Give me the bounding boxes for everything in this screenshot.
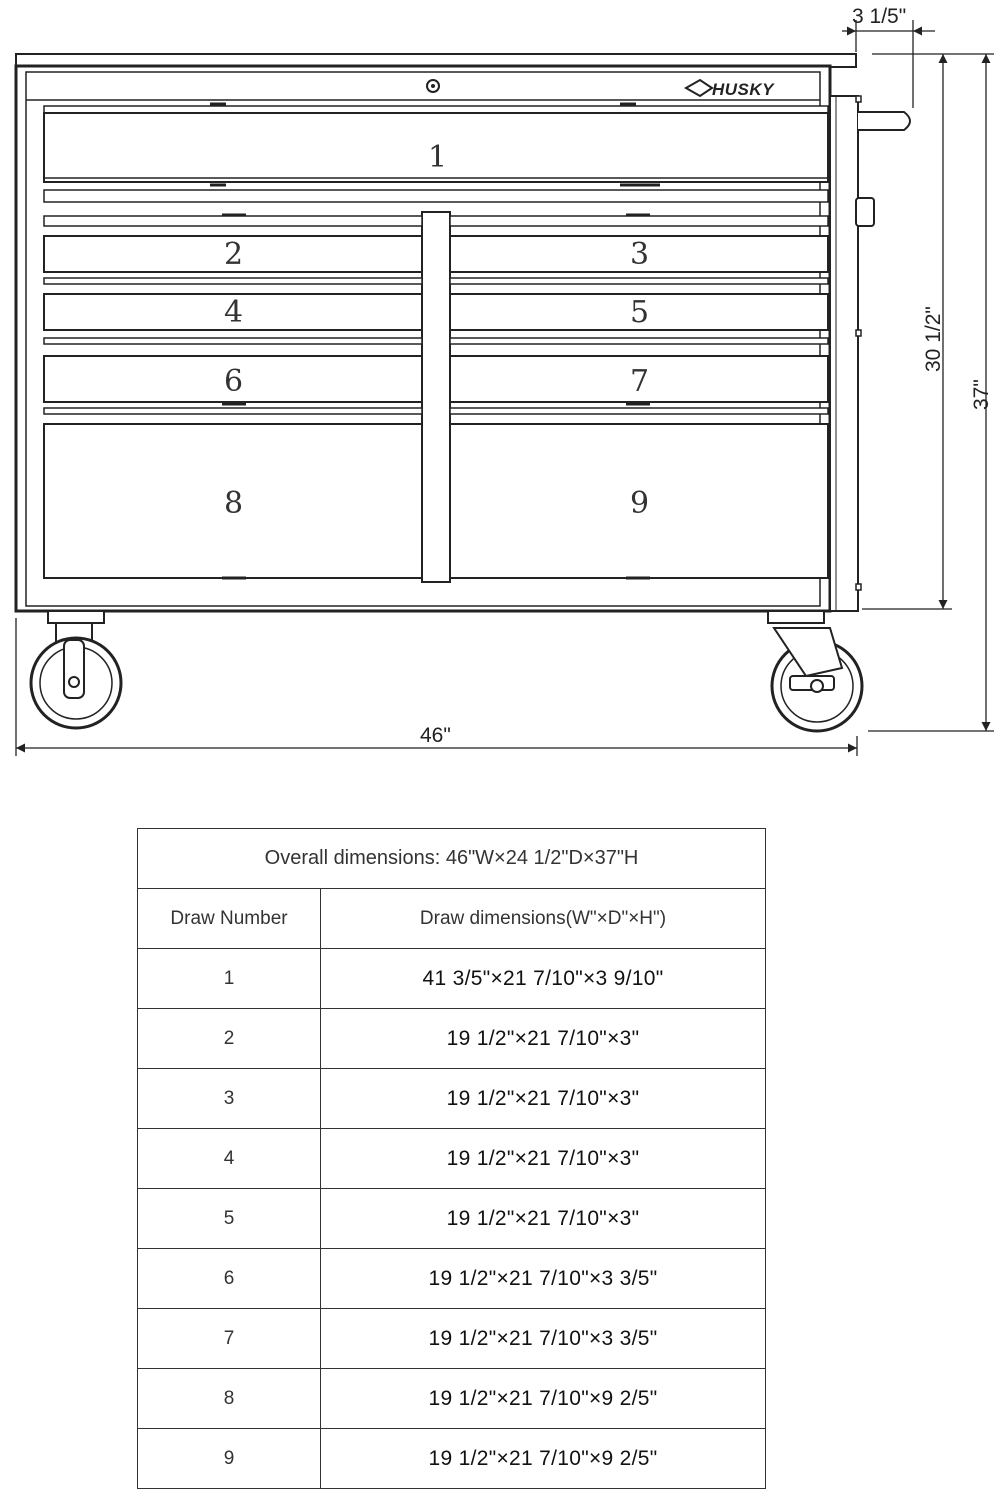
row-number: 8 [137,1368,321,1429]
drawer-label-2: 2 [224,237,243,272]
table-header-row: Draw Number Draw dimensions(W"×D"×H") [137,888,767,949]
side-panel [829,95,875,612]
row-dimensions: 19 1/2"×21 7/10"×3" [319,1068,767,1129]
drawer-label-1: 1 [428,140,447,175]
dim-total-height: 37" [970,379,993,410]
right-caster-icon [767,610,864,733]
dim-body-height: 30 1/2" [922,306,945,372]
row-dimensions: 19 1/2"×21 7/10"×9 2/5" [319,1428,767,1489]
table-row: 1 41 3/5"×21 7/10"×3 9/10" [137,948,767,1009]
drawer-1 [43,105,829,203]
row-number: 1 [137,948,321,1009]
table-row: 3 19 1/2"×21 7/10"×3" [137,1068,767,1129]
dim-handle-offset: 3 1/5" [852,5,906,28]
drawer-label-4: 4 [224,295,243,330]
row-number: 9 [137,1428,321,1489]
row-dimensions: 19 1/2"×21 7/10"×3" [319,1128,767,1189]
table-row: 8 19 1/2"×21 7/10"×9 2/5" [137,1368,767,1429]
row-number: 4 [137,1128,321,1189]
row-dimensions: 19 1/2"×21 7/10"×9 2/5" [319,1368,767,1429]
drawer-dimensions-table: Overall dimensions: 46"W×24 1/2"D×37"H D… [136,828,767,1489]
drawer-label-9: 9 [630,486,649,521]
brand-text: HUSKY [712,80,775,99]
drawer-label-5: 5 [630,295,649,330]
row-dimensions: 19 1/2"×21 7/10"×3" [319,1008,767,1069]
table-row: 5 19 1/2"×21 7/10"×3" [137,1188,767,1249]
lock-icon [426,79,440,93]
drawers-right [449,215,829,579]
row-number: 3 [137,1068,321,1129]
table-row: 2 19 1/2"×21 7/10"×3" [137,1008,767,1069]
tool-cabinet-drawing: HUSKY 1 2 3 4 [14,5,994,756]
table-row: 6 19 1/2"×21 7/10"×3 3/5" [137,1248,767,1309]
table-row: 7 19 1/2"×21 7/10"×3 3/5" [137,1308,767,1369]
table-row: 4 19 1/2"×21 7/10"×3" [137,1128,767,1189]
row-dimensions: 19 1/2"×21 7/10"×3 3/5" [319,1308,767,1369]
drawer-label-6: 6 [224,364,243,399]
drawer-label-7: 7 [630,364,649,399]
header-draw-number: Draw Number [137,888,321,949]
header-draw-dimensions: Draw dimensions(W"×D"×H") [319,888,767,949]
row-dimensions: 41 3/5"×21 7/10"×3 9/10" [319,948,767,1009]
overall-dimensions-title: Overall dimensions: 46"W×24 1/2"D×37"H [136,828,767,889]
center-divider [421,211,451,583]
row-dimensions: 19 1/2"×21 7/10"×3 3/5" [319,1248,767,1309]
table-title-row: Overall dimensions: 46"W×24 1/2"D×37"H [136,828,767,889]
drawers-left [43,215,423,579]
dimension-lines [15,20,994,756]
row-number: 2 [137,1008,321,1069]
row-dimensions: 19 1/2"×21 7/10"×3" [319,1188,767,1249]
drawer-label-8: 8 [224,486,243,521]
dim-total-width: 46" [420,724,451,747]
slide-marks [210,102,660,580]
left-caster-icon [29,610,123,730]
husky-logo: HUSKY [683,78,775,99]
drawer-label-3: 3 [630,237,649,272]
row-number: 6 [137,1248,321,1309]
row-number: 5 [137,1188,321,1249]
row-number: 7 [137,1308,321,1369]
side-handle-icon [858,111,911,131]
table-row: 9 19 1/2"×21 7/10"×9 2/5" [137,1428,767,1489]
